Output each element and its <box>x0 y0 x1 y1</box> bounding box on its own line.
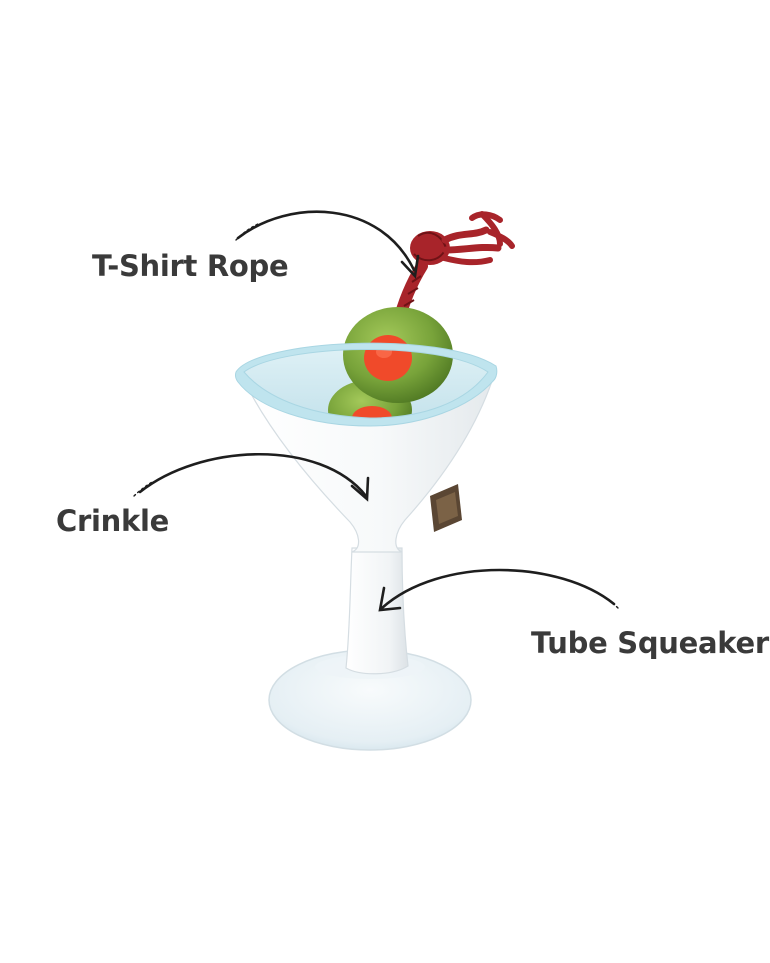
curved-arrow-icon <box>378 568 619 612</box>
callout-label-crinkle: Crinkle <box>56 504 169 538</box>
callout-label-rope: T-Shirt Rope <box>92 249 289 283</box>
product-tag <box>430 484 462 532</box>
curved-arrow-icon <box>133 453 370 502</box>
glass-stem <box>345 547 409 675</box>
callout-label-squeaker: Tube Squeaker <box>531 626 769 660</box>
curved-arrow-icon <box>235 210 420 279</box>
glass-rim <box>234 342 498 427</box>
